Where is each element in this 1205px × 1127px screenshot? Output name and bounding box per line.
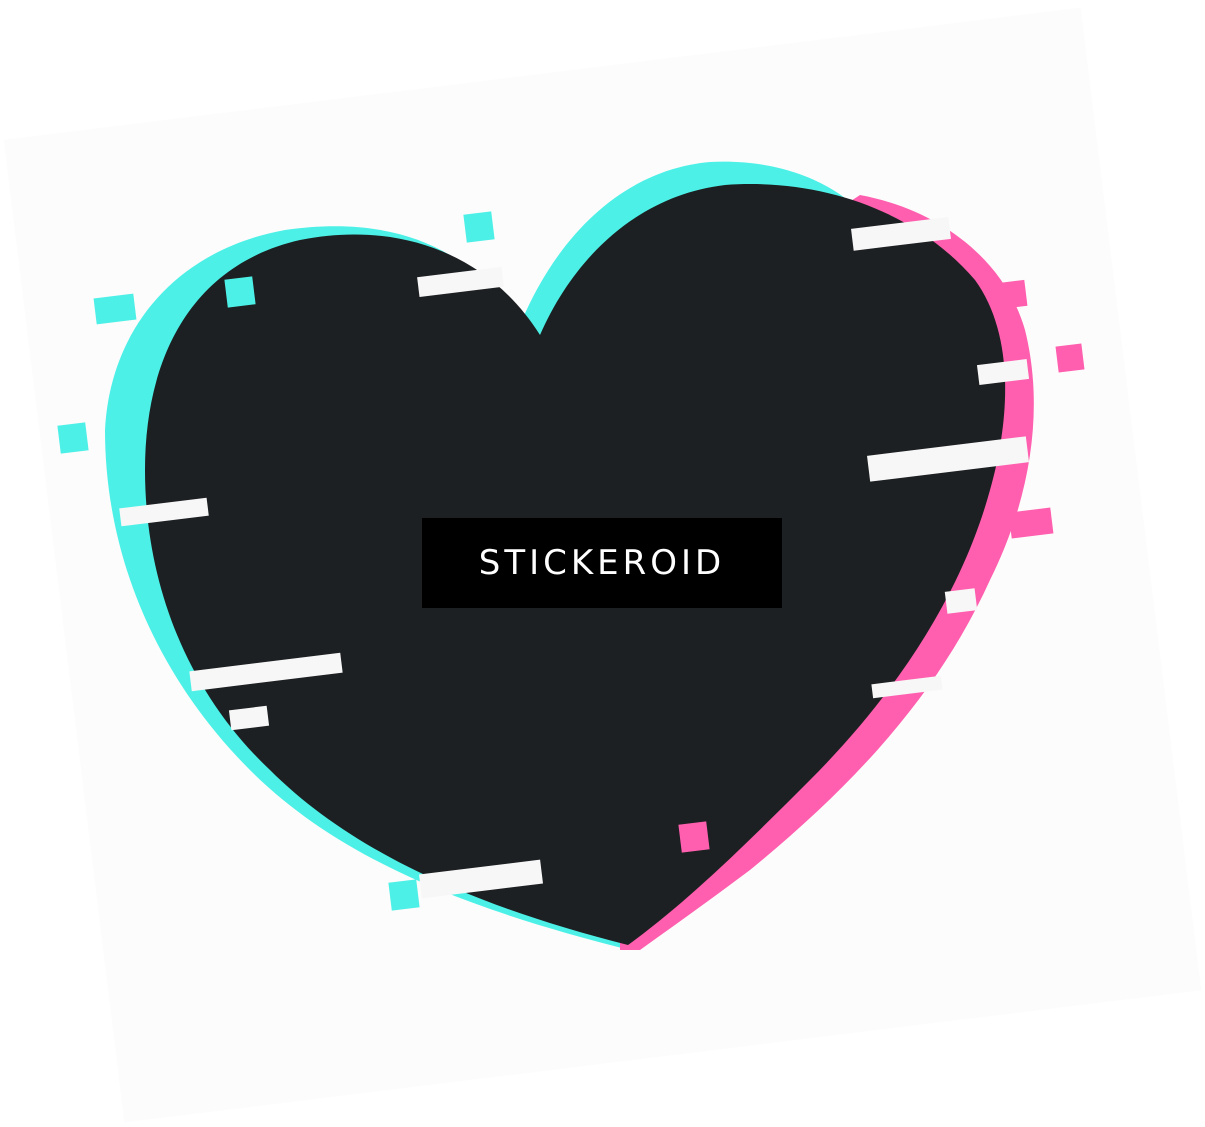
watermark-text: STICKEROID (478, 543, 726, 583)
cyan-pixel-squares (57, 211, 495, 911)
watermark-badge: STICKEROID (422, 518, 782, 608)
glitch-bars (119, 216, 1030, 899)
pink-pixel-squares (678, 279, 1085, 853)
